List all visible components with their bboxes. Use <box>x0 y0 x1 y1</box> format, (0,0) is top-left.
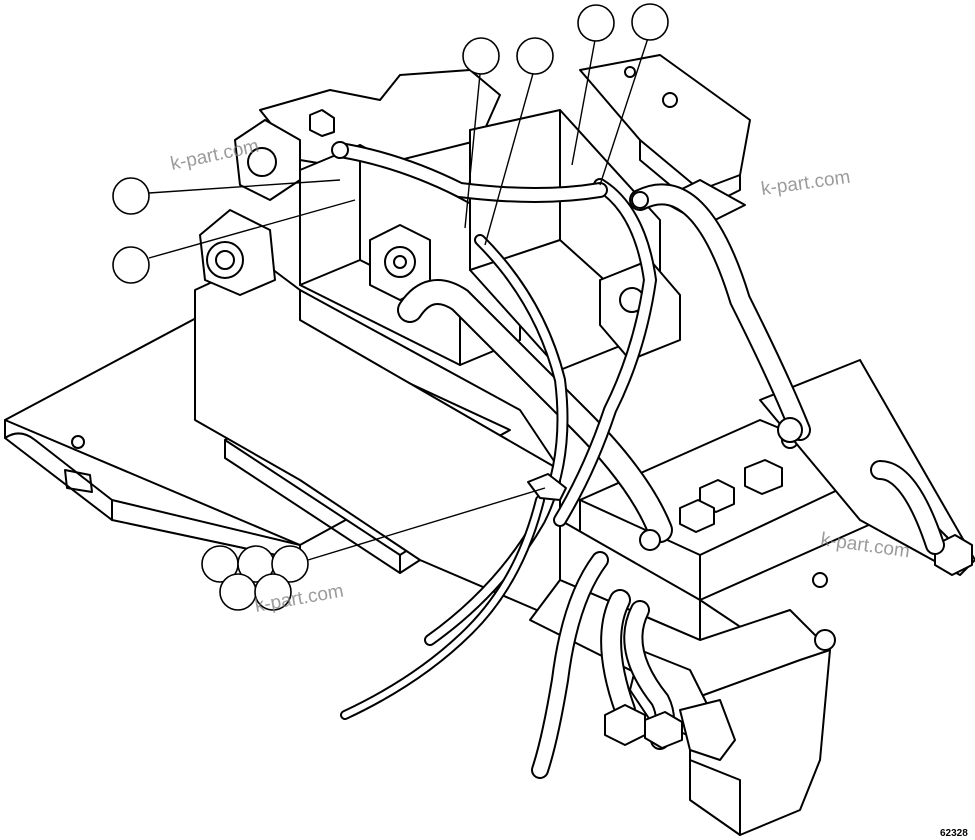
callout-circle <box>271 545 309 583</box>
callout-circle <box>462 37 500 75</box>
hose-fittings <box>331 141 803 749</box>
callout-circle <box>631 3 669 41</box>
hose-clamp <box>527 473 567 501</box>
callout-circle <box>112 246 150 284</box>
left-fittings <box>199 109 431 301</box>
callout-circle <box>516 37 554 75</box>
callouts <box>112 3 669 611</box>
callout-circle <box>577 4 615 42</box>
callout-circle <box>112 177 150 215</box>
watermark: k-part.com <box>760 167 852 200</box>
callout-circle <box>254 573 292 611</box>
drawing-code: 62328 <box>940 828 968 839</box>
callout-circle <box>219 573 257 611</box>
